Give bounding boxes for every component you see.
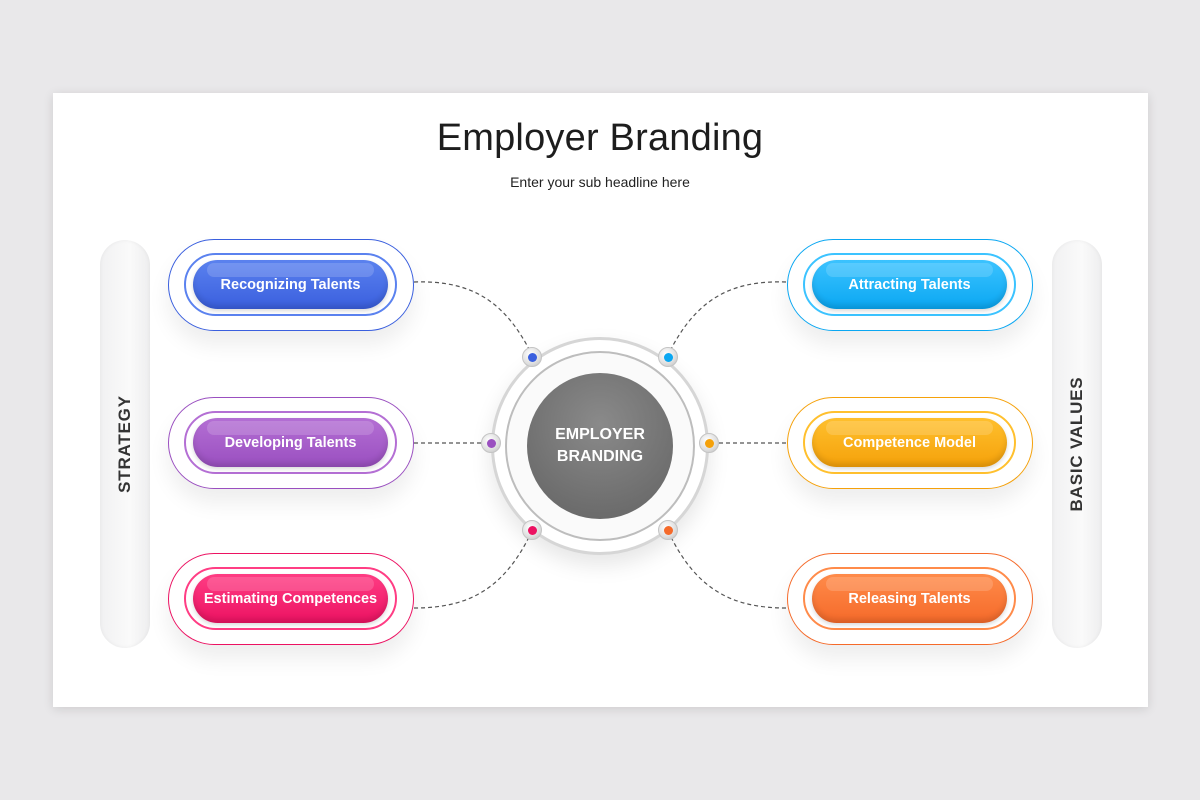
strategy-sidebar: STRATEGY (100, 240, 150, 648)
knob-estimating (522, 520, 542, 540)
connector-attracting (667, 281, 787, 356)
knob-releasing (658, 520, 678, 540)
knob-developing (481, 433, 501, 453)
developing-talents-label: Developing Talents (193, 418, 388, 467)
competence-model-card[interactable]: Competence Model (787, 397, 1033, 489)
connector-estimating (413, 530, 533, 609)
knob-competence (699, 433, 719, 453)
connector-releasing (667, 530, 787, 609)
recognizing-talents-card[interactable]: Recognizing Talents (168, 239, 414, 331)
knob-attracting (658, 347, 678, 367)
developing-talents-card[interactable]: Developing Talents (168, 397, 414, 489)
basic-values-sidebar: BASIC VALUES (1052, 240, 1102, 648)
estimating-competences-card[interactable]: Estimating Competences (168, 553, 414, 645)
page-title: Employer Branding (436, 117, 764, 159)
center-hub[interactable]: EMPLOYER BRANDING (527, 373, 673, 519)
competence-model-label: Competence Model (812, 418, 1007, 467)
recognizing-talents-label: Recognizing Talents (193, 260, 388, 309)
releasing-talents-label: Releasing Talents (812, 574, 1007, 623)
page-subtitle: Enter your sub headline here (510, 174, 690, 190)
estimating-competences-label: Estimating Competences (193, 574, 388, 623)
releasing-talents-card[interactable]: Releasing Talents (787, 553, 1033, 645)
connector-recognizing (413, 281, 533, 356)
attracting-talents-label: Attracting Talents (812, 260, 1007, 309)
knob-recognizing (522, 347, 542, 367)
attracting-talents-card[interactable]: Attracting Talents (787, 239, 1033, 331)
